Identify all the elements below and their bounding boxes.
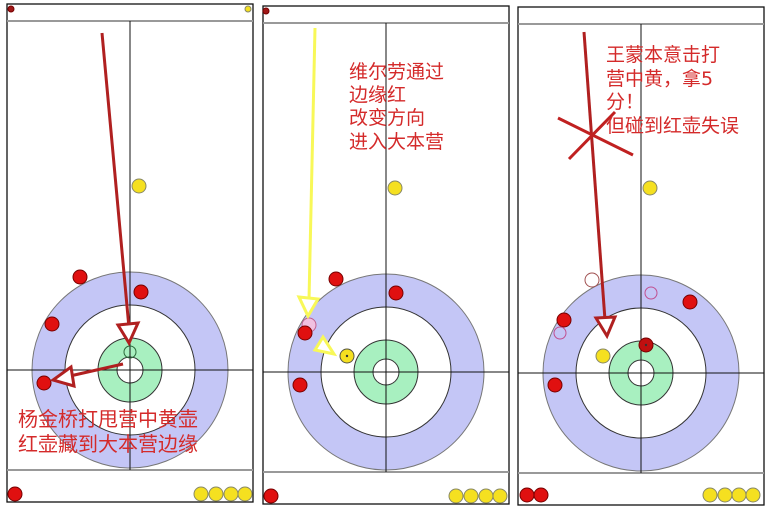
- red-stone: [292, 377, 308, 393]
- note-line: 分！: [606, 91, 644, 113]
- red-stone: [262, 7, 270, 15]
- red-stone: [533, 487, 549, 503]
- note-line: 边缘红: [349, 84, 406, 106]
- red-stone: [297, 325, 313, 341]
- red-stone: [133, 284, 149, 300]
- note-line: 进入大本营: [349, 131, 444, 153]
- yellow-stone: [237, 486, 253, 502]
- yellow-stone: [702, 487, 718, 503]
- yellow-stone: [193, 486, 209, 502]
- stones: [262, 7, 508, 504]
- ghost-stone: [553, 326, 567, 340]
- note-line: 维尔劳通过: [349, 61, 444, 83]
- yellow-stone: [208, 486, 224, 502]
- miss-x-icon: [557, 110, 634, 161]
- yellow-stone: [717, 487, 733, 503]
- panel-2: 维尔劳通过 边缘红 改变方向 进入大本营: [262, 5, 510, 505]
- stones: [7, 5, 253, 502]
- note-line: 营中黄，拿5: [606, 67, 713, 90]
- ghost-stone: [123, 345, 137, 359]
- yellow-stone: [223, 486, 239, 502]
- ghost-stone: [644, 286, 658, 300]
- red-stone: [328, 271, 344, 287]
- red-stone: [547, 377, 563, 393]
- yellow-stone: [642, 180, 658, 196]
- yellow-stone: [131, 178, 147, 194]
- red-stone: [7, 5, 15, 13]
- panel-1: 杨金桥打甩营中黄壶 红壶藏到大本营边缘: [6, 3, 254, 503]
- red-stone: [44, 316, 60, 332]
- yellow-stone: [595, 348, 611, 364]
- red-stone: [72, 269, 88, 285]
- note-line: 杨金桥打甩营中黄壶: [18, 407, 198, 431]
- shot-arrow: [582, 31, 618, 340]
- red-stone: [556, 312, 572, 328]
- stone-center-dot: [644, 343, 648, 347]
- ghost-stone: [584, 272, 600, 288]
- stones: [519, 180, 761, 503]
- deflect-arrow: [49, 362, 124, 389]
- stone-center-dot: [345, 354, 349, 358]
- red-stone: [519, 487, 535, 503]
- yellow-stone: [478, 488, 494, 504]
- yellow-stone: [387, 180, 403, 196]
- shot-arrow: [296, 27, 338, 357]
- red-stone: [7, 486, 23, 502]
- shot-arrow: [100, 32, 141, 347]
- note-line: 改变方向: [349, 107, 425, 129]
- yellow-stone: [731, 487, 747, 503]
- red-stone: [36, 375, 52, 391]
- panel-3: 王蒙本意击打 营中黄，拿5 分！ 但碰到红壶失误: [517, 6, 765, 506]
- yellow-stone: [244, 5, 252, 13]
- note-line: 王蒙本意击打: [606, 44, 720, 66]
- red-stone: [682, 294, 698, 310]
- red-stone: [263, 488, 279, 504]
- note-line: 但碰到红壶失误: [606, 115, 739, 137]
- yellow-stone: [745, 487, 761, 503]
- yellow-stone: [492, 488, 508, 504]
- note-line: 红壶藏到大本营边缘: [18, 432, 198, 456]
- yellow-stone: [448, 488, 464, 504]
- yellow-stone: [463, 488, 479, 504]
- red-stone: [388, 285, 404, 301]
